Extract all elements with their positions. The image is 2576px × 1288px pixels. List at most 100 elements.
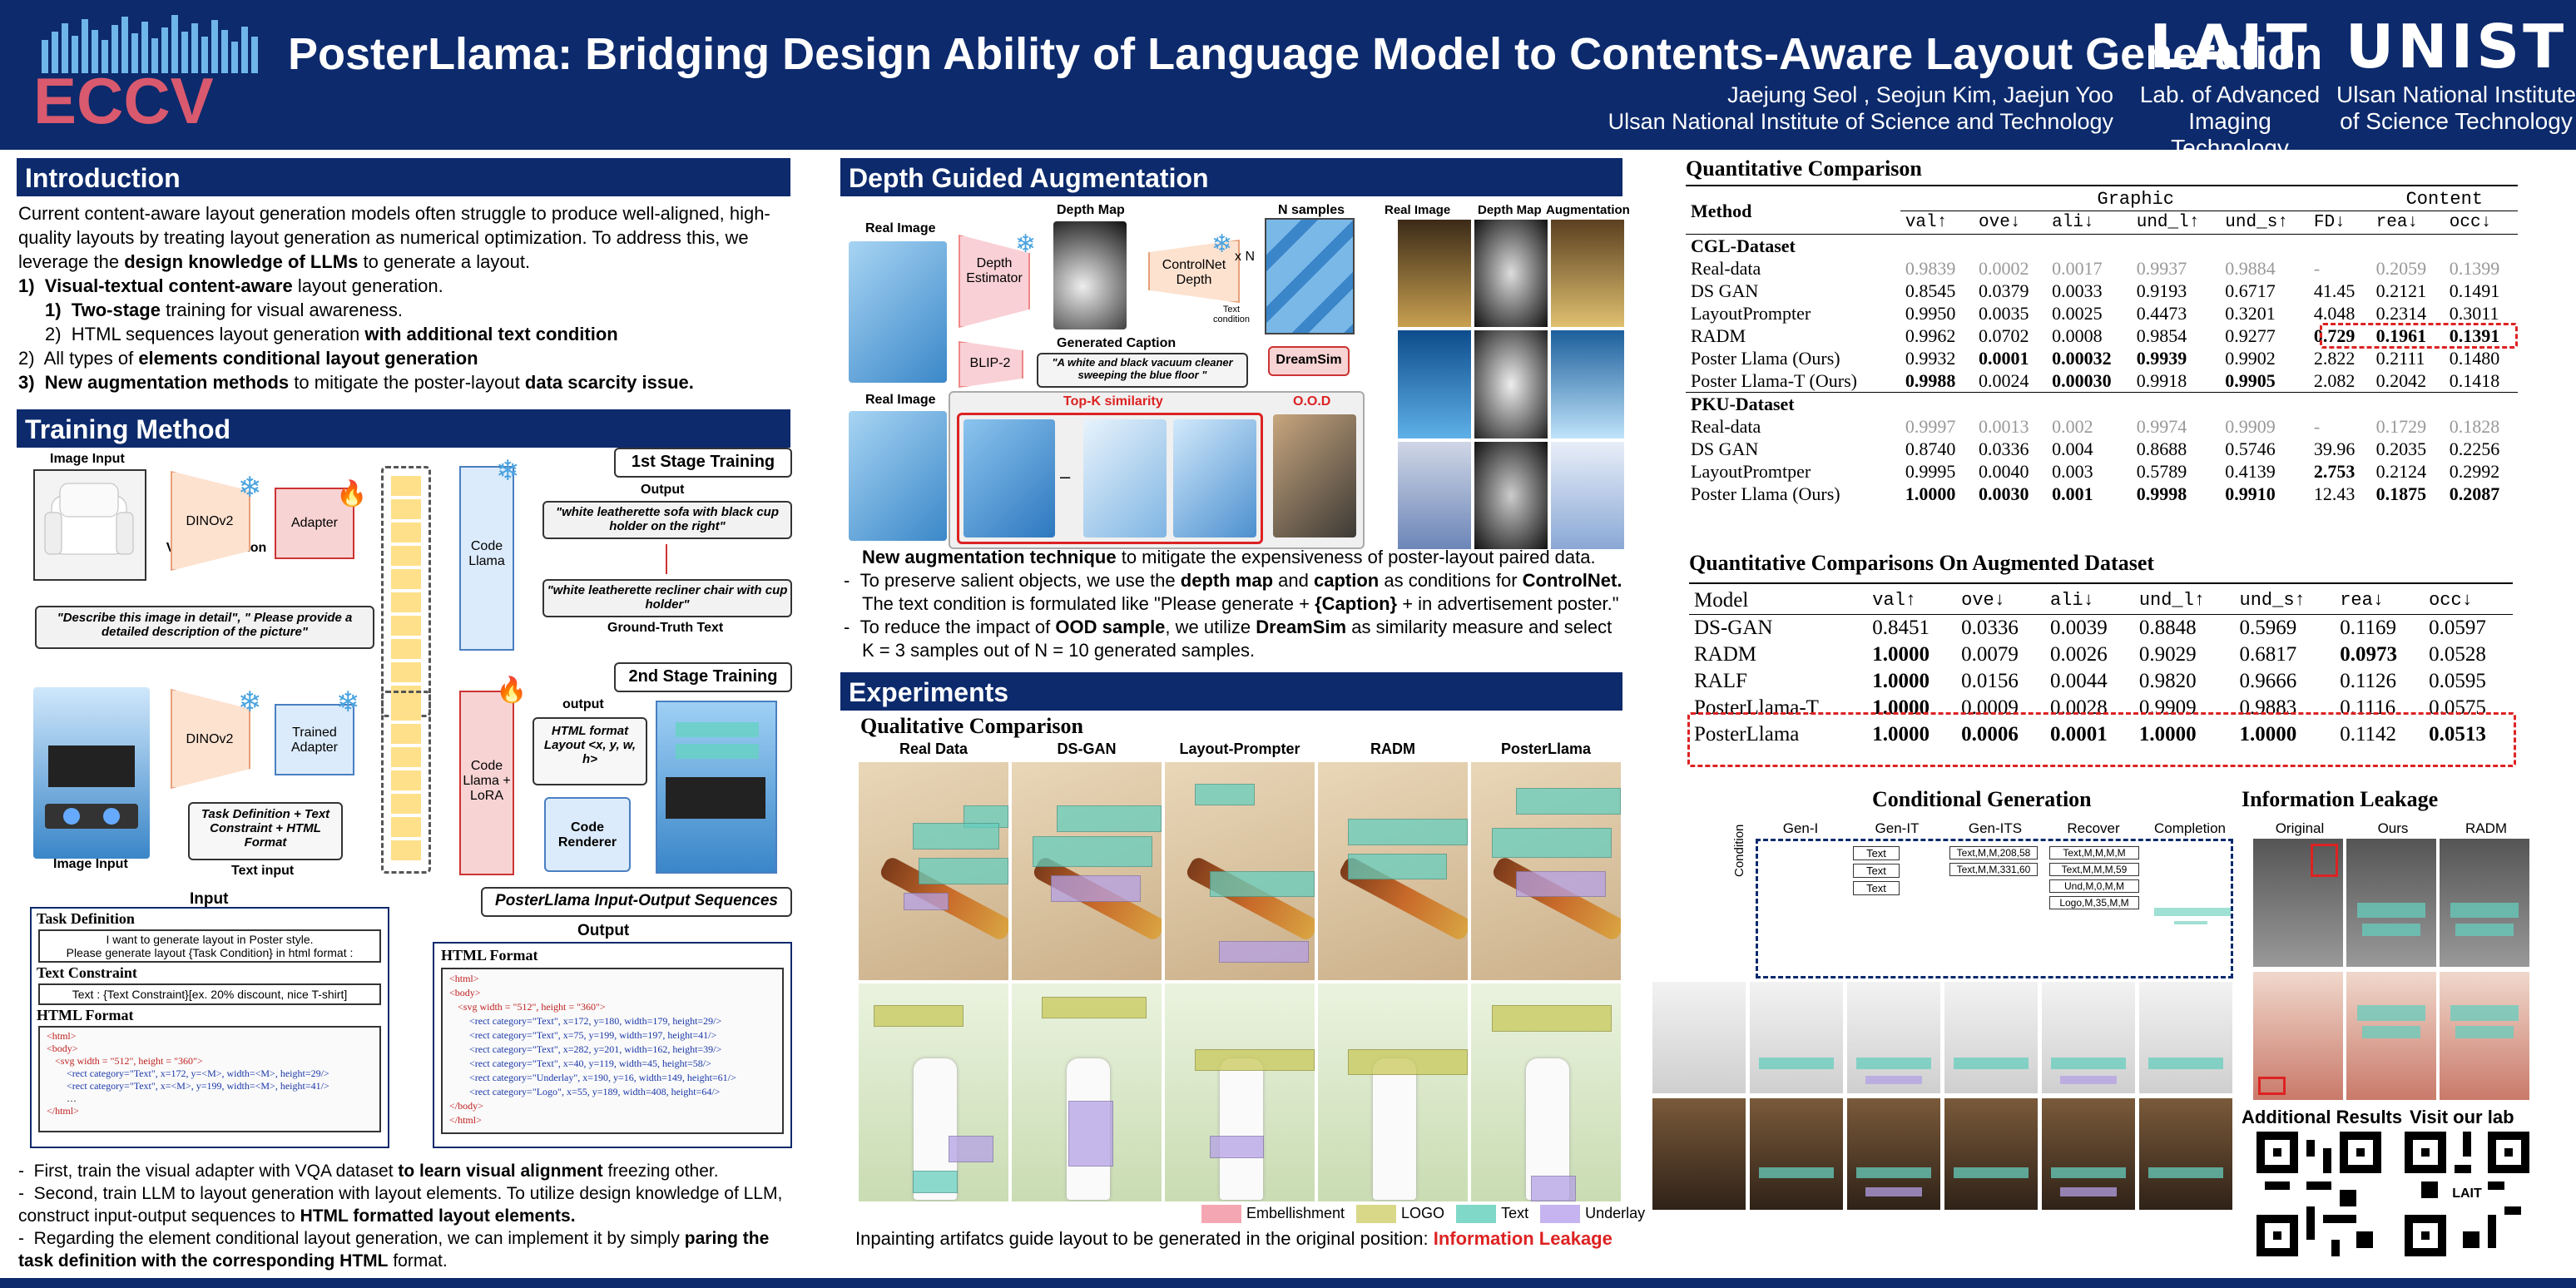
- quant-cell: 0.1418: [2449, 370, 2500, 391]
- unist-logo-text: UNIST: [2345, 12, 2568, 82]
- aug-cell: PosterLlama: [1694, 723, 1800, 746]
- layout-box: [919, 858, 1008, 884]
- snowflake-icon: ❄: [238, 686, 262, 718]
- quant-cell: 0.0702: [1979, 325, 2029, 346]
- quant-cell: 39.96: [2313, 438, 2356, 459]
- html-out-line: <rect category="Logo", x=55, y=189, widt…: [469, 1086, 721, 1097]
- ood-label: O.O.D: [1293, 394, 1331, 409]
- layout-box: [1210, 1136, 1264, 1158]
- cond-image: [1847, 982, 1940, 1093]
- quant-cell: 0.9902: [2225, 348, 2276, 369]
- poster-title: PosterLlama: Bridging Design Ability of …: [288, 29, 2323, 79]
- quant-cell: LayoutPrompter: [1691, 303, 1811, 324]
- layout-box: [1042, 996, 1147, 1018]
- aug-col-real: Real Image: [1385, 203, 1451, 217]
- cond-col-label: Recover: [2067, 820, 2120, 836]
- cond-image: [1750, 1098, 1843, 1210]
- footer-bar: [0, 1278, 2576, 1288]
- output-label-1: Output: [641, 483, 685, 497]
- quant-cell: 2.753: [2313, 461, 2356, 482]
- depth-heading: Depth Guided Augmentation: [840, 158, 1622, 196]
- qr-code-lab[interactable]: LAIT: [2405, 1132, 2529, 1256]
- html-in-line: <rect category="Text", x=<M>, y=199, wid…: [67, 1080, 329, 1092]
- aug-cell: 0.1142: [2340, 723, 2397, 746]
- quant-cell: 0.9854: [2136, 325, 2187, 346]
- header-bar: [0, 0, 2576, 150]
- cond-image: [1652, 982, 1746, 1093]
- layout-box: [1954, 1167, 2029, 1179]
- depth-bullet-2: - To reduce the impact of OOD sample, we…: [844, 617, 1612, 637]
- qualitative-title: Qualitative Comparison: [860, 714, 1083, 738]
- intro-paragraph: Current content-aware layout generation …: [18, 203, 770, 272]
- aug-col-header: rea↓: [2335, 587, 2425, 615]
- html-in-line: …: [67, 1092, 77, 1104]
- quant-cell: 0.004: [2052, 438, 2093, 459]
- layout-box: [2051, 1167, 2126, 1179]
- layout-box: [912, 1171, 958, 1193]
- depth-bullet-2b: K = 3 samples out of N = 10 generated sa…: [862, 640, 1256, 661]
- layout-box: [1050, 875, 1141, 902]
- quant-cell: 0.0040: [1979, 461, 2029, 482]
- authors: Jaejung Seol , Seojun Kim, Jaejun Yoo: [1727, 82, 2113, 107]
- aug-cell: 0.0595: [2429, 670, 2486, 692]
- dinov2-label-2: DINOv2: [186, 732, 234, 746]
- qr-code-results[interactable]: [2256, 1132, 2381, 1256]
- aug-cell: 0.9909: [2138, 696, 2197, 719]
- layout-box: [2362, 923, 2420, 937]
- aug-cell: 0.1116: [2340, 696, 2396, 719]
- layout-box: [2455, 923, 2514, 937]
- leak-col-label: RADM: [2465, 820, 2508, 836]
- html-input-code: <html><body><svg width = "512", height =…: [38, 1026, 381, 1132]
- legend-swatch: [1356, 1205, 1397, 1224]
- html-out-line: <html>: [449, 973, 479, 984]
- topk-sample-1: [964, 419, 1055, 537]
- quant-cell: 0.9193: [2136, 280, 2187, 301]
- quant-cell: 0.6717: [2225, 280, 2276, 301]
- depth-map-label: Depth Map: [1057, 203, 1125, 217]
- gen-its-item: Text,M,M,331,60: [1949, 863, 2038, 876]
- quant-cell: 0.002: [2052, 416, 2093, 437]
- cond-image: [1847, 1098, 1940, 1210]
- quant-cell: DS GAN: [1691, 438, 1759, 459]
- legend-swatch: [1201, 1205, 1241, 1224]
- compare-arrow: [666, 544, 667, 574]
- layout-box: [2362, 1025, 2420, 1039]
- quant-cell: 0.1961: [2375, 325, 2427, 346]
- layout-box: [1865, 1075, 1922, 1085]
- leak-col-label: Ours: [2377, 820, 2409, 836]
- quant-cell: 0.8688: [2136, 438, 2187, 459]
- quant-cell: Poster Llama (Ours): [1691, 348, 1840, 369]
- layout-box: [2356, 1005, 2426, 1021]
- aug-cell: 0.0028: [2049, 696, 2108, 719]
- aug-cell: RADM: [1694, 643, 1757, 666]
- html-output-code: <html><body><svg width = "512", height =…: [441, 968, 784, 1134]
- quant-cell: 0.0013: [1979, 416, 2029, 437]
- cond-col-label: Gen-ITS: [1968, 820, 2023, 836]
- lab-name-line1: Lab. of Advanced: [2139, 82, 2321, 107]
- quant-cell: 0.2256: [2449, 438, 2500, 459]
- quant-cell: 0.1729: [2375, 416, 2427, 437]
- depth-estimator-label: Depth Estimator: [966, 256, 1023, 285]
- vacuum-real-image-2: [849, 411, 947, 541]
- aug-cell: 0.0528: [2429, 643, 2486, 666]
- snowflake-icon: ❄: [1211, 230, 1233, 258]
- quant-cell: 12.43: [2313, 483, 2356, 504]
- text-condition-label: Text condition: [1212, 305, 1251, 324]
- task-text-1: I want to generate layout in Poster styl…: [106, 933, 314, 946]
- cond-image: [1944, 1098, 2038, 1210]
- intro-body: Current content-aware layout generation …: [18, 201, 792, 394]
- layout-box: [904, 893, 949, 911]
- ground-truth-text: "white leatherette recliner chair with c…: [542, 579, 792, 617]
- snowflake-icon: ❄: [238, 472, 262, 503]
- layout-box: [1759, 1167, 1834, 1179]
- quant-cell: 4.048: [2313, 303, 2356, 324]
- quant-cell: 0.0024: [1979, 370, 2029, 391]
- aug-col-header: val↑: [1867, 587, 1957, 615]
- layout-box: [1492, 1005, 1612, 1032]
